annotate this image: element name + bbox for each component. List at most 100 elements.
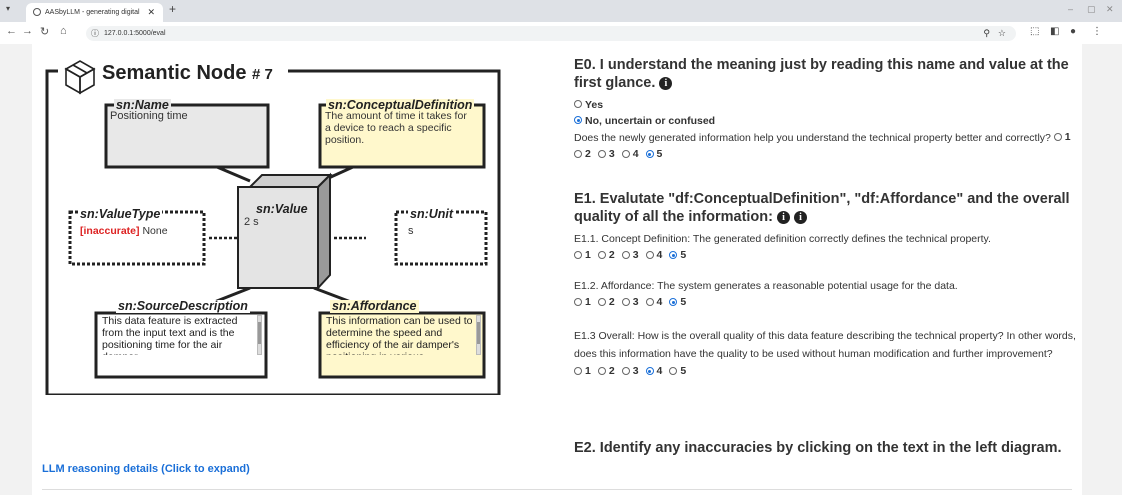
- divider: [42, 489, 1072, 490]
- source-description-scrollbar[interactable]: [257, 315, 262, 355]
- rating-option[interactable]: 2: [574, 146, 591, 162]
- rating-option[interactable]: 1: [574, 363, 591, 379]
- maximize-icon[interactable]: ▢: [1087, 4, 1096, 14]
- forward-icon[interactable]: →: [22, 25, 33, 37]
- rating-radio[interactable]: [621, 150, 630, 158]
- extensions-icon[interactable]: ⬚: [1030, 26, 1040, 37]
- scroll-thumb[interactable]: [477, 322, 480, 344]
- rating-option[interactable]: 4: [621, 146, 639, 162]
- rating-label: 5: [680, 296, 687, 308]
- rating-option[interactable]: 2: [597, 294, 615, 310]
- rating-radio[interactable]: [597, 150, 606, 158]
- llm-reasoning-link[interactable]: LLM reasoning details (Click to expand): [42, 463, 250, 475]
- rating-option[interactable]: 2: [597, 363, 615, 379]
- e0-no-option[interactable]: No, uncertain or confused: [574, 113, 1079, 129]
- rating-option[interactable]: 3: [621, 247, 639, 263]
- rating-radio[interactable]: [669, 251, 678, 259]
- value-type-content[interactable]: [inaccurate] None: [80, 225, 168, 237]
- rating-radio[interactable]: [621, 298, 630, 306]
- rating-radio[interactable]: [574, 150, 582, 158]
- rating-option[interactable]: 1: [574, 294, 591, 310]
- browser-tab-bar: ▾ AASbyLLM - generating digital ✕ + – ▢ …: [0, 0, 1122, 22]
- home-icon[interactable]: ⌂: [60, 25, 67, 37]
- rating-option[interactable]: 2: [597, 247, 615, 263]
- rating-label: 4: [656, 365, 663, 377]
- rating-label: 5: [656, 148, 663, 160]
- menu-kebab-icon[interactable]: ⋮: [1092, 26, 1102, 37]
- question-e0: E0. I understand the meaning just by rea…: [574, 56, 1079, 163]
- rating-option[interactable]: 4: [645, 363, 663, 379]
- close-window-icon[interactable]: ✕: [1106, 4, 1114, 14]
- url-text: 127.0.0.1:5000/eval: [104, 30, 166, 37]
- value-value[interactable]: 2 s: [244, 216, 259, 228]
- rating-label: 5: [680, 365, 687, 377]
- rating-option[interactable]: 3: [621, 294, 639, 310]
- rating-radio[interactable]: [597, 251, 606, 259]
- info-icon[interactable]: i: [659, 76, 673, 90]
- rating-option[interactable]: 4: [645, 247, 662, 263]
- rating-radio[interactable]: [597, 367, 606, 375]
- name-value[interactable]: Positioning time: [110, 110, 188, 122]
- page-background: Semantic Node # 7 sn:Name Positioning ti…: [0, 44, 1122, 495]
- value-type-value: None: [142, 225, 168, 237]
- semantic-node-diagram: [45, 59, 501, 395]
- rating-radio[interactable]: [645, 298, 654, 306]
- inaccurate-tag: [inaccurate]: [80, 225, 140, 237]
- rating-radio[interactable]: [621, 251, 630, 259]
- e1-title-text: E1. Evalutate "df:ConceptualDefinition",…: [574, 191, 1070, 225]
- rating-option[interactable]: 5: [669, 247, 686, 263]
- rating-radio[interactable]: [669, 367, 678, 375]
- new-tab-icon[interactable]: +: [169, 2, 177, 16]
- rating-label: 2: [608, 365, 615, 377]
- site-info-icon[interactable]: ⓘ: [91, 29, 99, 38]
- affordance-value[interactable]: This information can be used to determin…: [326, 315, 473, 355]
- rating-radio[interactable]: [574, 298, 582, 306]
- unit-value[interactable]: s: [408, 225, 414, 237]
- rating-label: 3: [632, 249, 639, 261]
- url-bar[interactable]: ⓘ 127.0.0.1:5000/eval ⚲ ☆: [86, 26, 1016, 41]
- sidebar-icon[interactable]: ◧: [1050, 26, 1060, 37]
- rating-label: 1: [585, 296, 591, 308]
- rating-option[interactable]: 3: [597, 146, 615, 162]
- e0-yes-option[interactable]: Yes: [574, 97, 1079, 113]
- rating-radio[interactable]: [574, 367, 582, 375]
- source-description-header: sn:SourceDescription: [116, 299, 250, 313]
- rating-option[interactable]: 3: [621, 363, 639, 379]
- rating-option[interactable]: 5: [645, 146, 663, 162]
- yes-label: Yes: [585, 99, 604, 111]
- rating-radio[interactable]: [574, 251, 582, 259]
- tab-search-icon[interactable]: ▾: [6, 4, 11, 13]
- source-description-value[interactable]: This data feature is extracted from the …: [102, 315, 238, 355]
- rating-option[interactable]: 5: [669, 363, 686, 379]
- minimize-icon[interactable]: –: [1068, 4, 1074, 14]
- yes-radio[interactable]: [574, 100, 582, 108]
- no-radio[interactable]: [574, 116, 582, 124]
- conceptual-definition-value[interactable]: The amount of time it takes for a device…: [325, 110, 467, 146]
- rating-radio[interactable]: [645, 367, 654, 375]
- browser-tab[interactable]: AASbyLLM - generating digital ✕: [26, 3, 163, 22]
- profile-icon[interactable]: ●: [1070, 26, 1077, 37]
- info-icon[interactable]: i: [794, 210, 808, 224]
- rating-radio[interactable]: [669, 298, 678, 306]
- rating-option[interactable]: 5: [669, 294, 686, 310]
- info-icon[interactable]: i: [777, 210, 791, 224]
- rating-radio[interactable]: [621, 367, 630, 375]
- rating-option[interactable]: 1: [1053, 129, 1071, 145]
- scroll-thumb[interactable]: [258, 322, 261, 344]
- rating-radio[interactable]: [1053, 133, 1062, 141]
- rating-option[interactable]: 1: [574, 247, 591, 263]
- address-toolbar: ← → ↻ ⌂ ⓘ 127.0.0.1:5000/eval ⚲ ☆ ⬚ ◧ ● …: [0, 22, 1122, 45]
- rating-option[interactable]: 4: [645, 294, 662, 310]
- rating-radio[interactable]: [645, 150, 654, 158]
- rating-radio[interactable]: [597, 298, 606, 306]
- rating-radio[interactable]: [645, 251, 654, 259]
- affordance-scrollbar[interactable]: [476, 315, 481, 355]
- back-icon[interactable]: ←: [6, 25, 17, 37]
- zoom-icon[interactable]: ⚲: [983, 28, 990, 38]
- node-title: Semantic Node # 7: [102, 62, 273, 85]
- bookmark-star-icon[interactable]: ☆: [997, 28, 1006, 38]
- reload-icon[interactable]: ↻: [40, 26, 50, 38]
- close-tab-icon[interactable]: ✕: [147, 7, 155, 17]
